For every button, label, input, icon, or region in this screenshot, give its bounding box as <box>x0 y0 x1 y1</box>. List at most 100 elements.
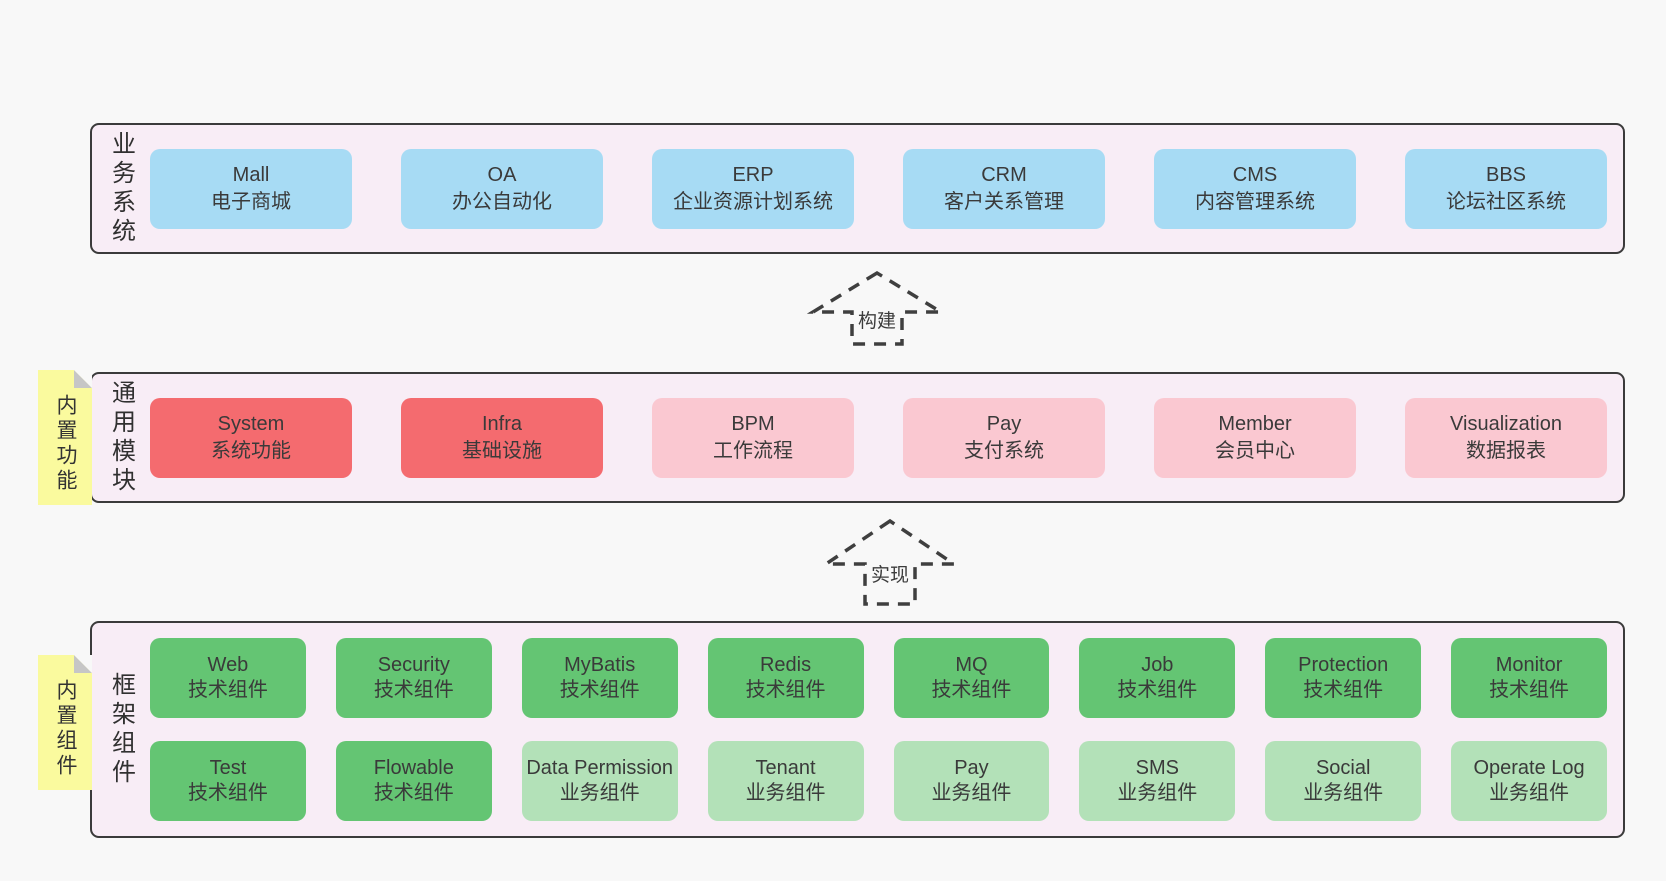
box-title: Job <box>1141 654 1174 676</box>
component-box: Monitor 技术组件 <box>1451 638 1607 718</box>
box-title: Mall <box>232 163 270 186</box>
panel-label-text: 框架组件 <box>107 671 135 788</box>
box-subtitle: 工作流程 <box>713 439 793 462</box>
business-system-box: ERP 企业资源计划系统 <box>652 148 854 229</box>
framework-components-grid: Web 技术组件 Security 技术组件 MyBatis 技术组件 <box>150 623 1623 836</box>
panel-label-text: 业务系统 <box>107 130 135 247</box>
module-box: Pay 支付系统 <box>903 397 1105 478</box>
box-subtitle: 数据报表 <box>1466 439 1546 462</box>
box-title: Visualization <box>1450 412 1562 435</box>
box-title: Web <box>207 654 249 676</box>
build-arrow-label: 构建 <box>854 306 900 333</box>
box-subtitle: 企业资源计划系统 <box>673 190 833 213</box>
implement-arrow: 实现 <box>820 518 960 608</box>
components-row-2: Test 技术组件 Flowable 技术组件 Data Permission … <box>150 741 1607 821</box>
box-title: CRM <box>981 163 1027 186</box>
box-title: Data Permission <box>526 757 674 779</box>
component-box: Protection 技术组件 <box>1265 638 1422 718</box>
box-title: Pay <box>954 757 989 779</box>
up-arrow-icon <box>820 518 960 606</box>
up-arrow-icon <box>807 270 947 346</box>
box-subtitle: 技术组件 <box>1489 679 1570 701</box>
box-title: OA <box>487 163 517 186</box>
business-system-box: CRM 客户关系管理 <box>903 148 1105 229</box>
box-subtitle: 技术组件 <box>373 782 454 804</box>
box-subtitle: 会员中心 <box>1215 439 1295 462</box>
box-subtitle: 客户关系管理 <box>944 190 1064 213</box>
builtin-components-note: 内置组件 <box>38 655 92 790</box>
box-subtitle: 技术组件 <box>187 782 268 804</box>
box-title: MyBatis <box>564 654 636 676</box>
box-subtitle: 办公自动化 <box>452 190 552 213</box>
box-subtitle: 业务组件 <box>1489 782 1570 804</box>
implement-arrow-label: 实现 <box>867 560 913 587</box>
component-box: Operate Log 业务组件 <box>1451 741 1607 821</box>
common-modules-panel: 通用模块 System 系统功能 Infra 基础设施 BPM 工作流程 <box>90 372 1625 503</box>
box-title: Security <box>377 654 450 676</box>
box-title: Redis <box>759 654 812 676</box>
box-title: Pay <box>986 412 1022 435</box>
note-label: 内置组件 <box>54 678 77 779</box>
panel-label-business-systems: 业务系统 <box>92 125 150 252</box>
component-box: MyBatis 技术组件 <box>521 638 678 718</box>
box-subtitle: 系统功能 <box>211 439 291 462</box>
box-subtitle: 技术组件 <box>187 679 268 701</box>
business-system-box: CMS 内容管理系统 <box>1154 148 1356 229</box>
box-subtitle: 业务组件 <box>745 782 826 804</box>
box-subtitle: 支付系统 <box>964 439 1044 462</box>
box-subtitle: 业务组件 <box>559 782 640 804</box>
box-title: BPM <box>731 412 775 435</box>
component-box: MQ 技术组件 <box>893 638 1050 718</box>
box-subtitle: 技术组件 <box>559 679 640 701</box>
box-title: SMS <box>1135 757 1179 779</box>
note-text-wrap: 内置功能 <box>38 370 92 505</box>
module-box: BPM 工作流程 <box>652 397 854 478</box>
box-title: Member <box>1218 412 1292 435</box>
component-box: Security 技术组件 <box>335 638 492 718</box>
box-subtitle: 电子商城 <box>211 190 291 213</box>
note-text-wrap: 内置组件 <box>38 655 92 790</box>
box-subtitle: 业务组件 <box>931 782 1012 804</box>
box-subtitle: 业务组件 <box>1303 782 1384 804</box>
note-corner-cut <box>74 370 92 388</box>
box-subtitle: 技术组件 <box>1303 679 1384 701</box>
builtin-functions-note: 内置功能 <box>38 370 92 505</box>
component-box: Test 技术组件 <box>150 741 306 821</box>
box-title: Flowable <box>373 757 454 779</box>
box-title: Tenant <box>755 757 816 779</box>
components-row-1: Web 技术组件 Security 技术组件 MyBatis 技术组件 <box>150 638 1607 718</box>
box-title: Test <box>209 757 247 779</box>
framework-components-panel: 框架组件 Web 技术组件 Security 技术组件 MyBati <box>90 621 1625 838</box>
business-system-box: BBS 论坛社区系统 <box>1405 148 1607 229</box>
box-title: MQ <box>955 654 988 676</box>
component-box: Tenant 业务组件 <box>707 741 864 821</box>
module-box: Member 会员中心 <box>1154 397 1356 478</box>
business-systems-row: Mall 电子商城 OA 办公自动化 ERP 企业资源计划系统 CRM 客户关系… <box>150 125 1623 252</box>
module-box: Visualization 数据报表 <box>1405 397 1607 478</box>
module-box: Infra 基础设施 <box>401 397 603 478</box>
panel-label-text: 通用模块 <box>107 379 135 496</box>
box-title: ERP <box>732 163 774 186</box>
box-subtitle: 技术组件 <box>745 679 826 701</box>
panel-label-framework-components: 框架组件 <box>92 623 150 836</box>
box-subtitle: 业务组件 <box>1117 782 1198 804</box>
component-box: Flowable 技术组件 <box>335 741 492 821</box>
box-subtitle: 技术组件 <box>931 679 1012 701</box>
box-title: Infra <box>481 412 523 435</box>
business-system-box: OA 办公自动化 <box>401 148 603 229</box>
component-box: Redis 技术组件 <box>707 638 864 718</box>
component-box: Data Permission 业务组件 <box>521 741 678 821</box>
module-box: System 系统功能 <box>150 397 352 478</box>
build-arrow: 构建 <box>807 270 947 348</box>
note-label: 内置功能 <box>54 393 77 494</box>
component-box: Job 技术组件 <box>1079 638 1236 718</box>
box-subtitle: 内容管理系统 <box>1195 190 1315 213</box>
box-title: Monitor <box>1495 654 1563 676</box>
business-system-box: Mall 电子商城 <box>150 148 352 229</box>
box-subtitle: 技术组件 <box>1117 679 1198 701</box>
box-title: BBS <box>1485 163 1527 186</box>
box-title: System <box>217 412 285 435</box>
box-title: CMS <box>1232 163 1278 186</box>
component-box: Web 技术组件 <box>150 638 306 718</box>
